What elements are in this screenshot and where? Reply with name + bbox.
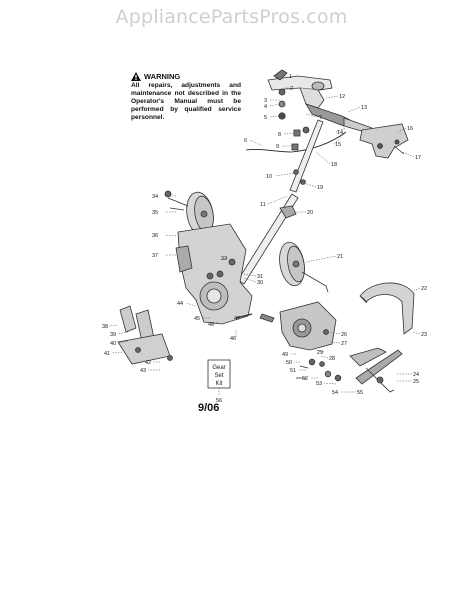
callout-31: 31	[257, 274, 263, 280]
edger-blade	[349, 347, 403, 393]
callout-2: 2	[290, 86, 293, 92]
callout-12: 12	[339, 94, 345, 100]
callout-23: 23	[421, 332, 427, 338]
callout-47: 47	[234, 316, 240, 322]
callout-20: 20	[307, 210, 313, 216]
date-code: 9/06	[198, 402, 220, 414]
warning-heading: WARNING	[131, 72, 241, 81]
pivot-bolt	[235, 313, 253, 319]
callout-25: 25	[413, 379, 419, 385]
callout-30: 30	[257, 280, 263, 286]
callout-19: 19	[317, 185, 323, 191]
callout-39: 39	[110, 332, 116, 338]
callout-27: 27	[341, 341, 347, 347]
wheel-bolt	[164, 190, 185, 211]
callout-22: 22	[421, 286, 427, 292]
callout-50: 50	[286, 360, 292, 366]
callout-54: 54	[332, 390, 338, 396]
callout-42: 42	[145, 360, 151, 366]
callout-3: 3	[264, 98, 267, 104]
callout-14: 14	[337, 130, 343, 136]
right-wheel	[279, 241, 329, 293]
callout-29: 29	[317, 350, 323, 356]
callout-33: 33	[221, 256, 227, 262]
gearbox-hardware	[296, 358, 342, 382]
callout-21: 21	[337, 254, 343, 260]
callout-38: 38	[102, 324, 108, 330]
warning-triangle-icon	[131, 72, 141, 81]
callout-5: 5	[264, 115, 267, 121]
callout-52: 52	[302, 376, 308, 382]
callout-41: 41	[104, 351, 110, 357]
callout-17: 17	[415, 155, 421, 161]
callout-46: 46	[230, 336, 236, 342]
callout-49: 49	[282, 352, 288, 358]
gear-set-kit-label: Gear Set Kit 56	[212, 365, 225, 404]
callout-9: 9	[276, 144, 279, 150]
lower-shaft	[237, 193, 299, 285]
warning-box: WARNING All repairs, adjustments and mai…	[131, 72, 241, 122]
callout-1: 1	[289, 74, 292, 80]
kit-line-3: Kit	[215, 381, 222, 387]
leader-lines	[109, 75, 421, 396]
site-title: AppliancePartsPros.com	[115, 6, 348, 28]
callout-10: 10	[266, 174, 272, 180]
handle-assembly	[267, 69, 373, 135]
callout-35: 35	[152, 210, 158, 216]
callout-44: 44	[177, 301, 183, 307]
callout-15: 15	[335, 142, 341, 148]
control-cable	[245, 131, 347, 153]
callout-24: 24	[413, 372, 419, 378]
callout-53: 53	[316, 381, 322, 387]
callout-55: 55	[357, 390, 363, 396]
callout-labels: 1 2 3 4 5 6 7 8 9 10 11 12 13 14 15 16 1…	[102, 74, 427, 396]
callout-48: 48	[208, 322, 214, 328]
main-housing	[175, 223, 253, 325]
deflector-bracket	[359, 123, 409, 159]
kit-line-1: Gear	[212, 365, 225, 371]
callout-36: 36	[152, 233, 158, 239]
callout-34: 34	[152, 194, 158, 200]
callout-40: 40	[110, 341, 116, 347]
warning-title: WARNING	[144, 71, 181, 81]
shaft-clamp	[279, 205, 297, 219]
callout-45: 45	[194, 316, 200, 322]
height-adjust-parts	[117, 305, 173, 365]
callout-13: 13	[361, 105, 367, 111]
callout-56: 56	[216, 398, 222, 404]
callout-26: 26	[341, 332, 347, 338]
callout-51: 51	[290, 368, 296, 374]
blade-guard	[359, 282, 415, 335]
gearbox	[259, 301, 337, 351]
callout-18: 18	[331, 162, 337, 168]
callout-37: 37	[152, 253, 158, 259]
callout-6: 6	[244, 138, 247, 144]
kit-line-2: Set	[214, 373, 223, 379]
callout-8: 8	[278, 132, 281, 138]
callout-16: 16	[407, 126, 413, 132]
callout-28: 28	[329, 356, 335, 362]
callout-43: 43	[140, 368, 146, 374]
callout-4: 4	[264, 104, 267, 110]
callout-11: 11	[260, 202, 266, 208]
callout-7: 7	[319, 115, 322, 121]
upper-shaft	[289, 119, 324, 193]
left-wheel	[167, 191, 214, 237]
warning-text: All repairs, adjustments and maintenance…	[131, 82, 241, 121]
